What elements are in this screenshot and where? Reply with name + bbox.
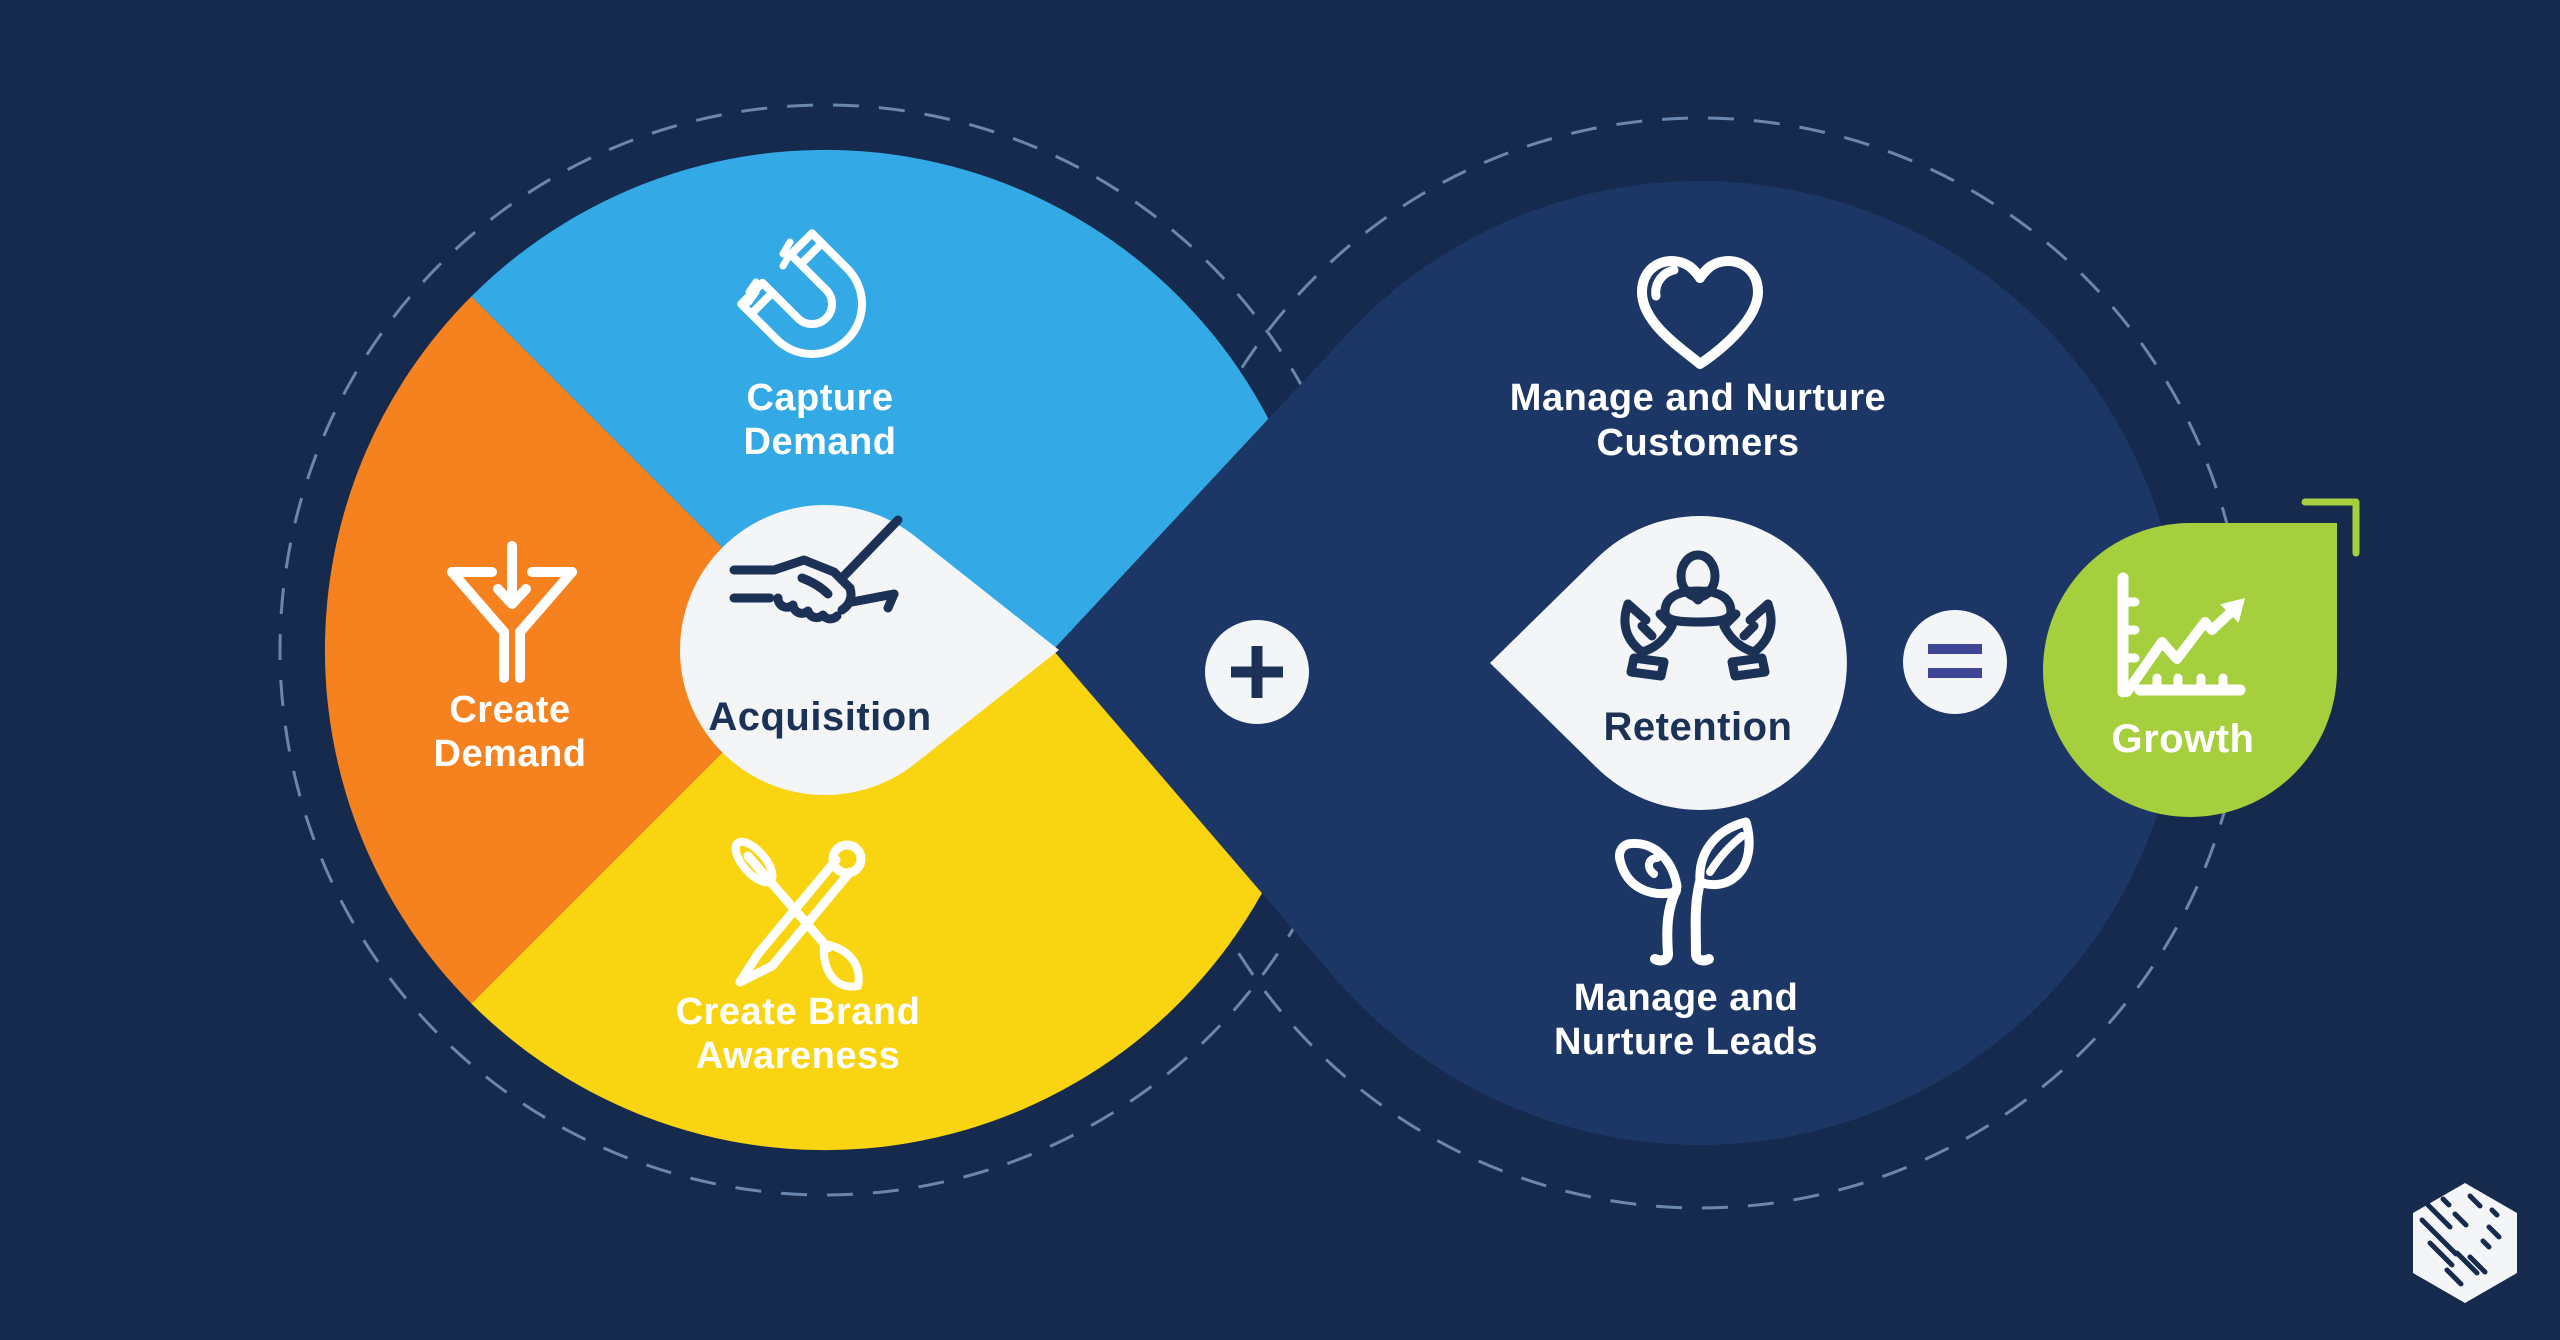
magnet-icon <box>737 229 866 358</box>
capture-demand-label: Demand <box>744 421 897 463</box>
manage-leads-label: Manage and <box>1574 977 1799 1019</box>
funnel-arrow-icon <box>447 541 577 683</box>
create-brand-awareness-label: Awareness <box>696 1035 900 1077</box>
seedling-icon <box>1615 817 1754 966</box>
hexagon-logo <box>2413 1183 2517 1303</box>
manage-leads-label: Nurture Leads <box>1554 1021 1818 1063</box>
retention-badge <box>1490 516 1847 810</box>
handshake-icon <box>729 515 903 624</box>
acquisition-badge <box>679 504 1059 795</box>
acquisition-label: Acquisition <box>708 695 931 739</box>
create-demand-label: Demand <box>434 733 587 775</box>
heart-icon <box>1637 256 1763 369</box>
capture-demand-label: Capture <box>746 377 893 419</box>
capture-demand-sector <box>471 149 1275 651</box>
create-brand-awareness-sector <box>471 650 1275 1151</box>
growth-leaf <box>2043 523 2337 817</box>
pencil-brush-icon <box>731 837 866 991</box>
growth-label: Growth <box>2112 717 2255 761</box>
create-demand-sector <box>324 296 825 1004</box>
growth-corner-bracket <box>2301 498 2360 557</box>
retention-label: Retention <box>1604 705 1793 749</box>
care-hands-icon <box>1620 550 1771 681</box>
manage-customers-label: Manage and Nurture <box>1510 377 1886 419</box>
manage-customers-label: Customers <box>1597 422 1800 464</box>
growth-chart-icon <box>2117 572 2246 698</box>
plus-icon <box>1205 620 1309 724</box>
equals-icon <box>1903 610 2007 714</box>
create-brand-awareness-label: Create Brand <box>676 991 921 1033</box>
create-demand-label: Create <box>449 689 570 731</box>
